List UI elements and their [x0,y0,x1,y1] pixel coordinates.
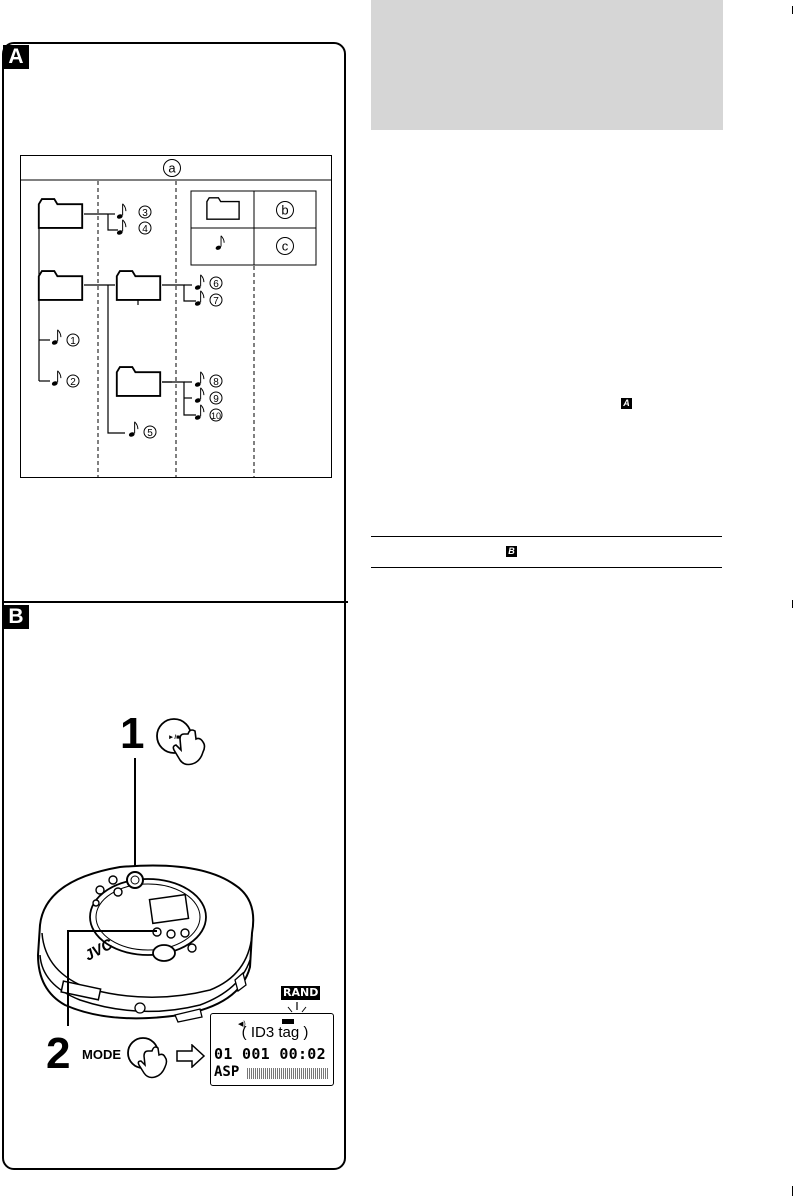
label-a: a [168,161,176,176]
track-number: 7 [213,296,219,307]
track-number: 8 [213,377,219,388]
lcd-asp-label: ASP [214,1064,239,1080]
folder-icon [39,199,82,228]
section-a-reference-icon: A [621,398,632,409]
cd-player-illustration: JVC [30,855,260,1025]
step-1-number: 1 [120,712,144,756]
section-b-badge: B [3,605,29,629]
crop-mark-bottom [792,1186,793,1196]
section-a-badge: A [3,45,29,69]
track-number: 10 [211,411,221,421]
lcd-display: ◀) ( ID3 tag ) 01 001 00:02 ASP [210,1013,334,1086]
folder-icon [117,271,160,300]
label-c: c [282,239,289,254]
step-2-leader-line [67,930,69,1026]
track-number: 9 [213,394,219,405]
crop-mark-middle [792,600,793,608]
track-number: 1 [70,336,76,347]
header-shaded-box [371,0,723,130]
rand-indicator: RAND [281,986,320,1000]
folder-tree-diagram: a b c 3 4 6 7 [20,155,332,479]
legend-folder-icon [207,198,239,219]
lcd-main-line: 01 001 00:02 [214,1045,326,1063]
lcd-level-bar [247,1068,329,1079]
track-number: 6 [213,279,219,290]
track-number: 3 [142,208,148,219]
play-stop-button-icon: ►/■ [150,712,220,774]
right-arrow-icon [176,1044,206,1068]
folder-icon [39,271,82,300]
section-b-reference-icon: B [506,546,517,557]
track-number: 2 [70,377,76,388]
subsection-bottom-rule [371,567,722,568]
lcd-id3-tag: ( ID3 tag ) [227,1024,323,1041]
track-number: 5 [147,428,153,439]
track-number: 4 [142,224,148,235]
crop-mark-top [792,6,793,14]
section-divider [2,601,348,603]
folder-icon [117,367,160,396]
mode-button-press-icon [125,1035,175,1083]
step-2-number: 2 [46,1032,70,1076]
subsection-top-rule [371,536,722,537]
mode-label: MODE [82,1047,121,1062]
label-b: b [281,203,288,218]
step-2-leader-line-horizontal [67,930,157,932]
svg-text:►/■: ►/■ [168,734,180,741]
rand-label: RAND [283,986,318,999]
step-1-leader-line [134,758,136,870]
